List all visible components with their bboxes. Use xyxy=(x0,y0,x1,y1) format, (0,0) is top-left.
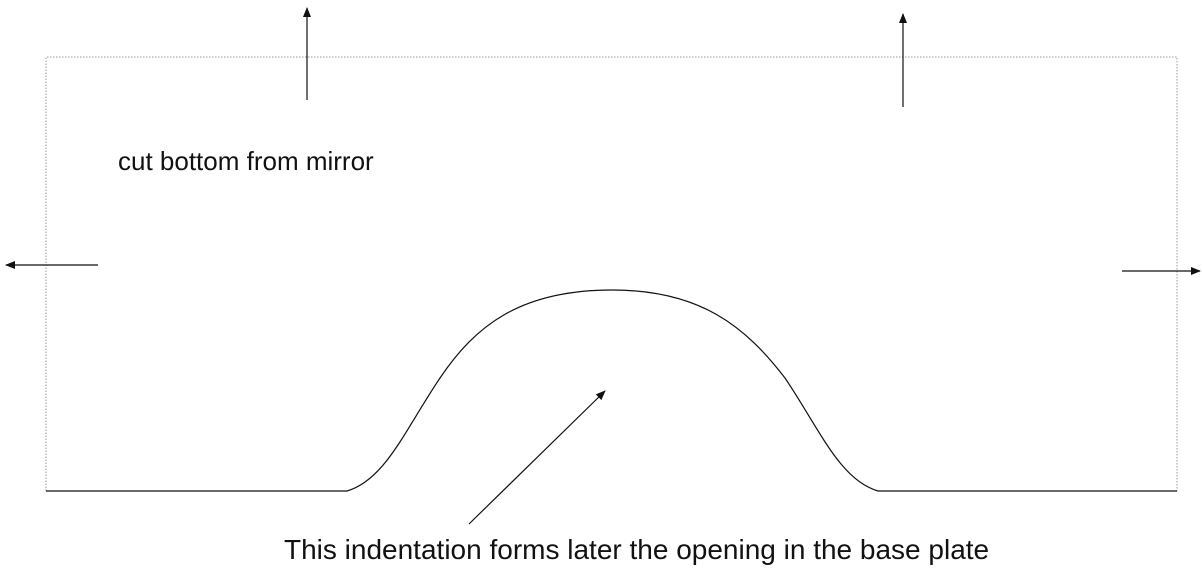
indentation-note-label: This indentation forms later the opening… xyxy=(284,534,990,565)
cut-line-with-indentation xyxy=(46,289,1177,492)
cut-instruction-label: cut bottom from mirror xyxy=(118,146,374,176)
indentation-pointer-arrow xyxy=(468,390,606,525)
mirror-outline-dotted xyxy=(45,56,1178,491)
